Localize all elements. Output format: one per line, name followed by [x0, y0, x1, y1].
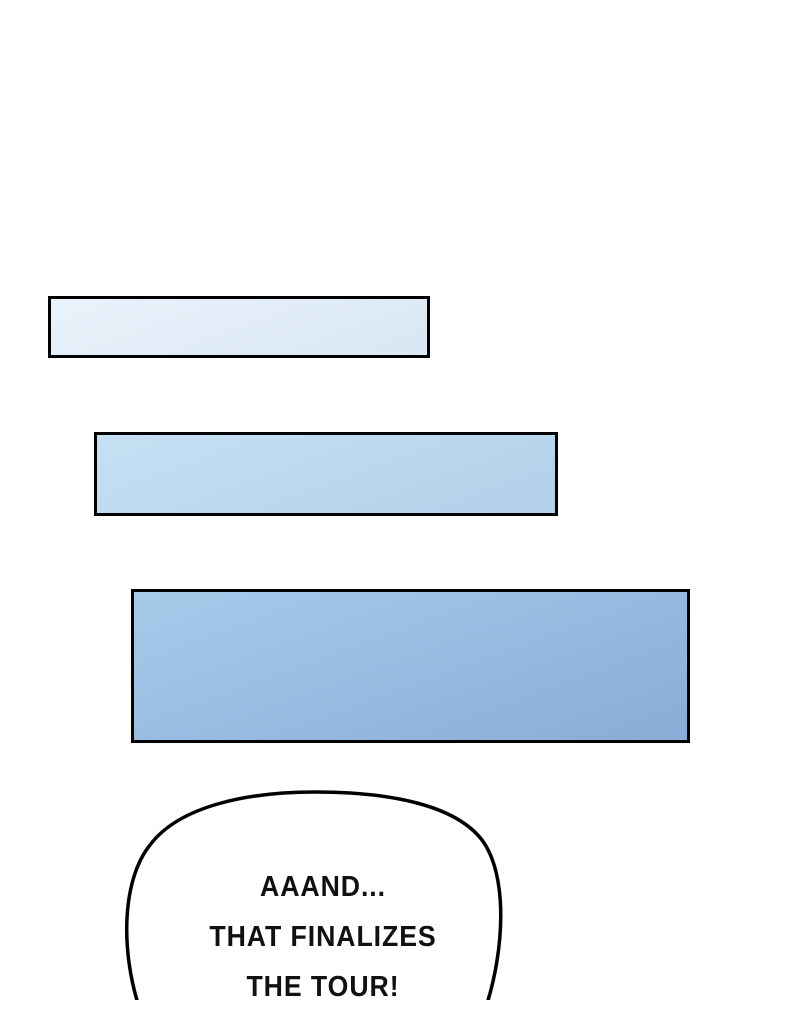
speech-bubble-text: AAAND... THAT FINALIZES THE TOUR! — [176, 862, 470, 1012]
comic-panel-1 — [48, 296, 430, 358]
comic-panel-2 — [94, 432, 558, 516]
bubble-line: AAAND... — [260, 871, 386, 903]
comic-panel-3 — [131, 589, 690, 743]
bubble-line: THE TOUR! — [246, 971, 400, 1003]
bubble-line: THAT FINALIZES — [209, 921, 437, 953]
